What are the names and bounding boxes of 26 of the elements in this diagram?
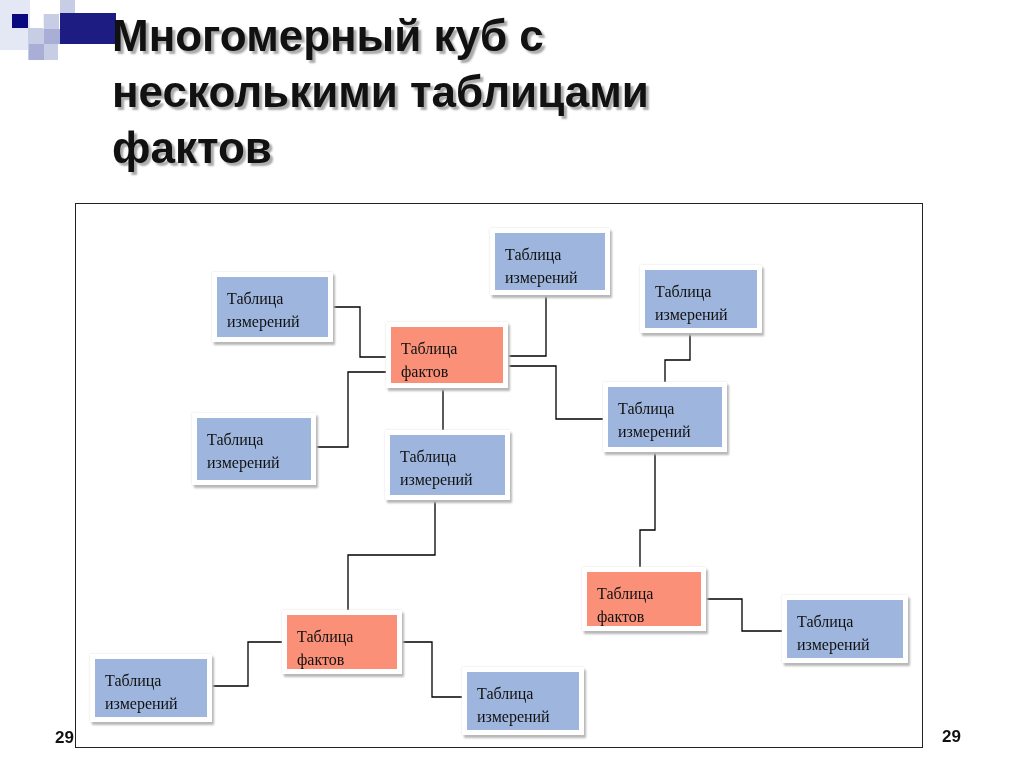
- box-label: Таблица измерений: [797, 612, 871, 656]
- connector-line: [507, 294, 547, 357]
- connector-line: [332, 306, 387, 358]
- box-label: Таблица фактов: [401, 339, 459, 383]
- box-label: Таблица измерений: [618, 399, 692, 443]
- slide-title: Многомерный куб с несколькими таблицами фактов: [112, 10, 650, 174]
- connector-line: [507, 365, 604, 420]
- connector-line: [211, 641, 283, 687]
- page-number: 29: [942, 727, 961, 747]
- connector-line: [442, 387, 444, 431]
- connector-line: [315, 371, 387, 448]
- box-label: Таблица измерений: [105, 671, 179, 715]
- box-label: Таблица измерений: [477, 684, 551, 728]
- box-label: Таблица фактов: [297, 627, 355, 671]
- box-label: Таблица измерений: [207, 430, 281, 474]
- box-label: Таблица измерений: [505, 245, 579, 289]
- box-label: Таблица фактов: [597, 584, 655, 628]
- connector-line: [347, 499, 436, 611]
- connector-line: [401, 641, 463, 698]
- connector-line: [639, 451, 656, 568]
- page-number: 29: [55, 728, 74, 748]
- box-label: Таблица измерений: [655, 282, 729, 326]
- box-label: Таблица измерений: [227, 289, 301, 333]
- connector-line: [705, 598, 783, 632]
- box-label: Таблица измерений: [400, 447, 474, 491]
- connector-line: [664, 332, 691, 383]
